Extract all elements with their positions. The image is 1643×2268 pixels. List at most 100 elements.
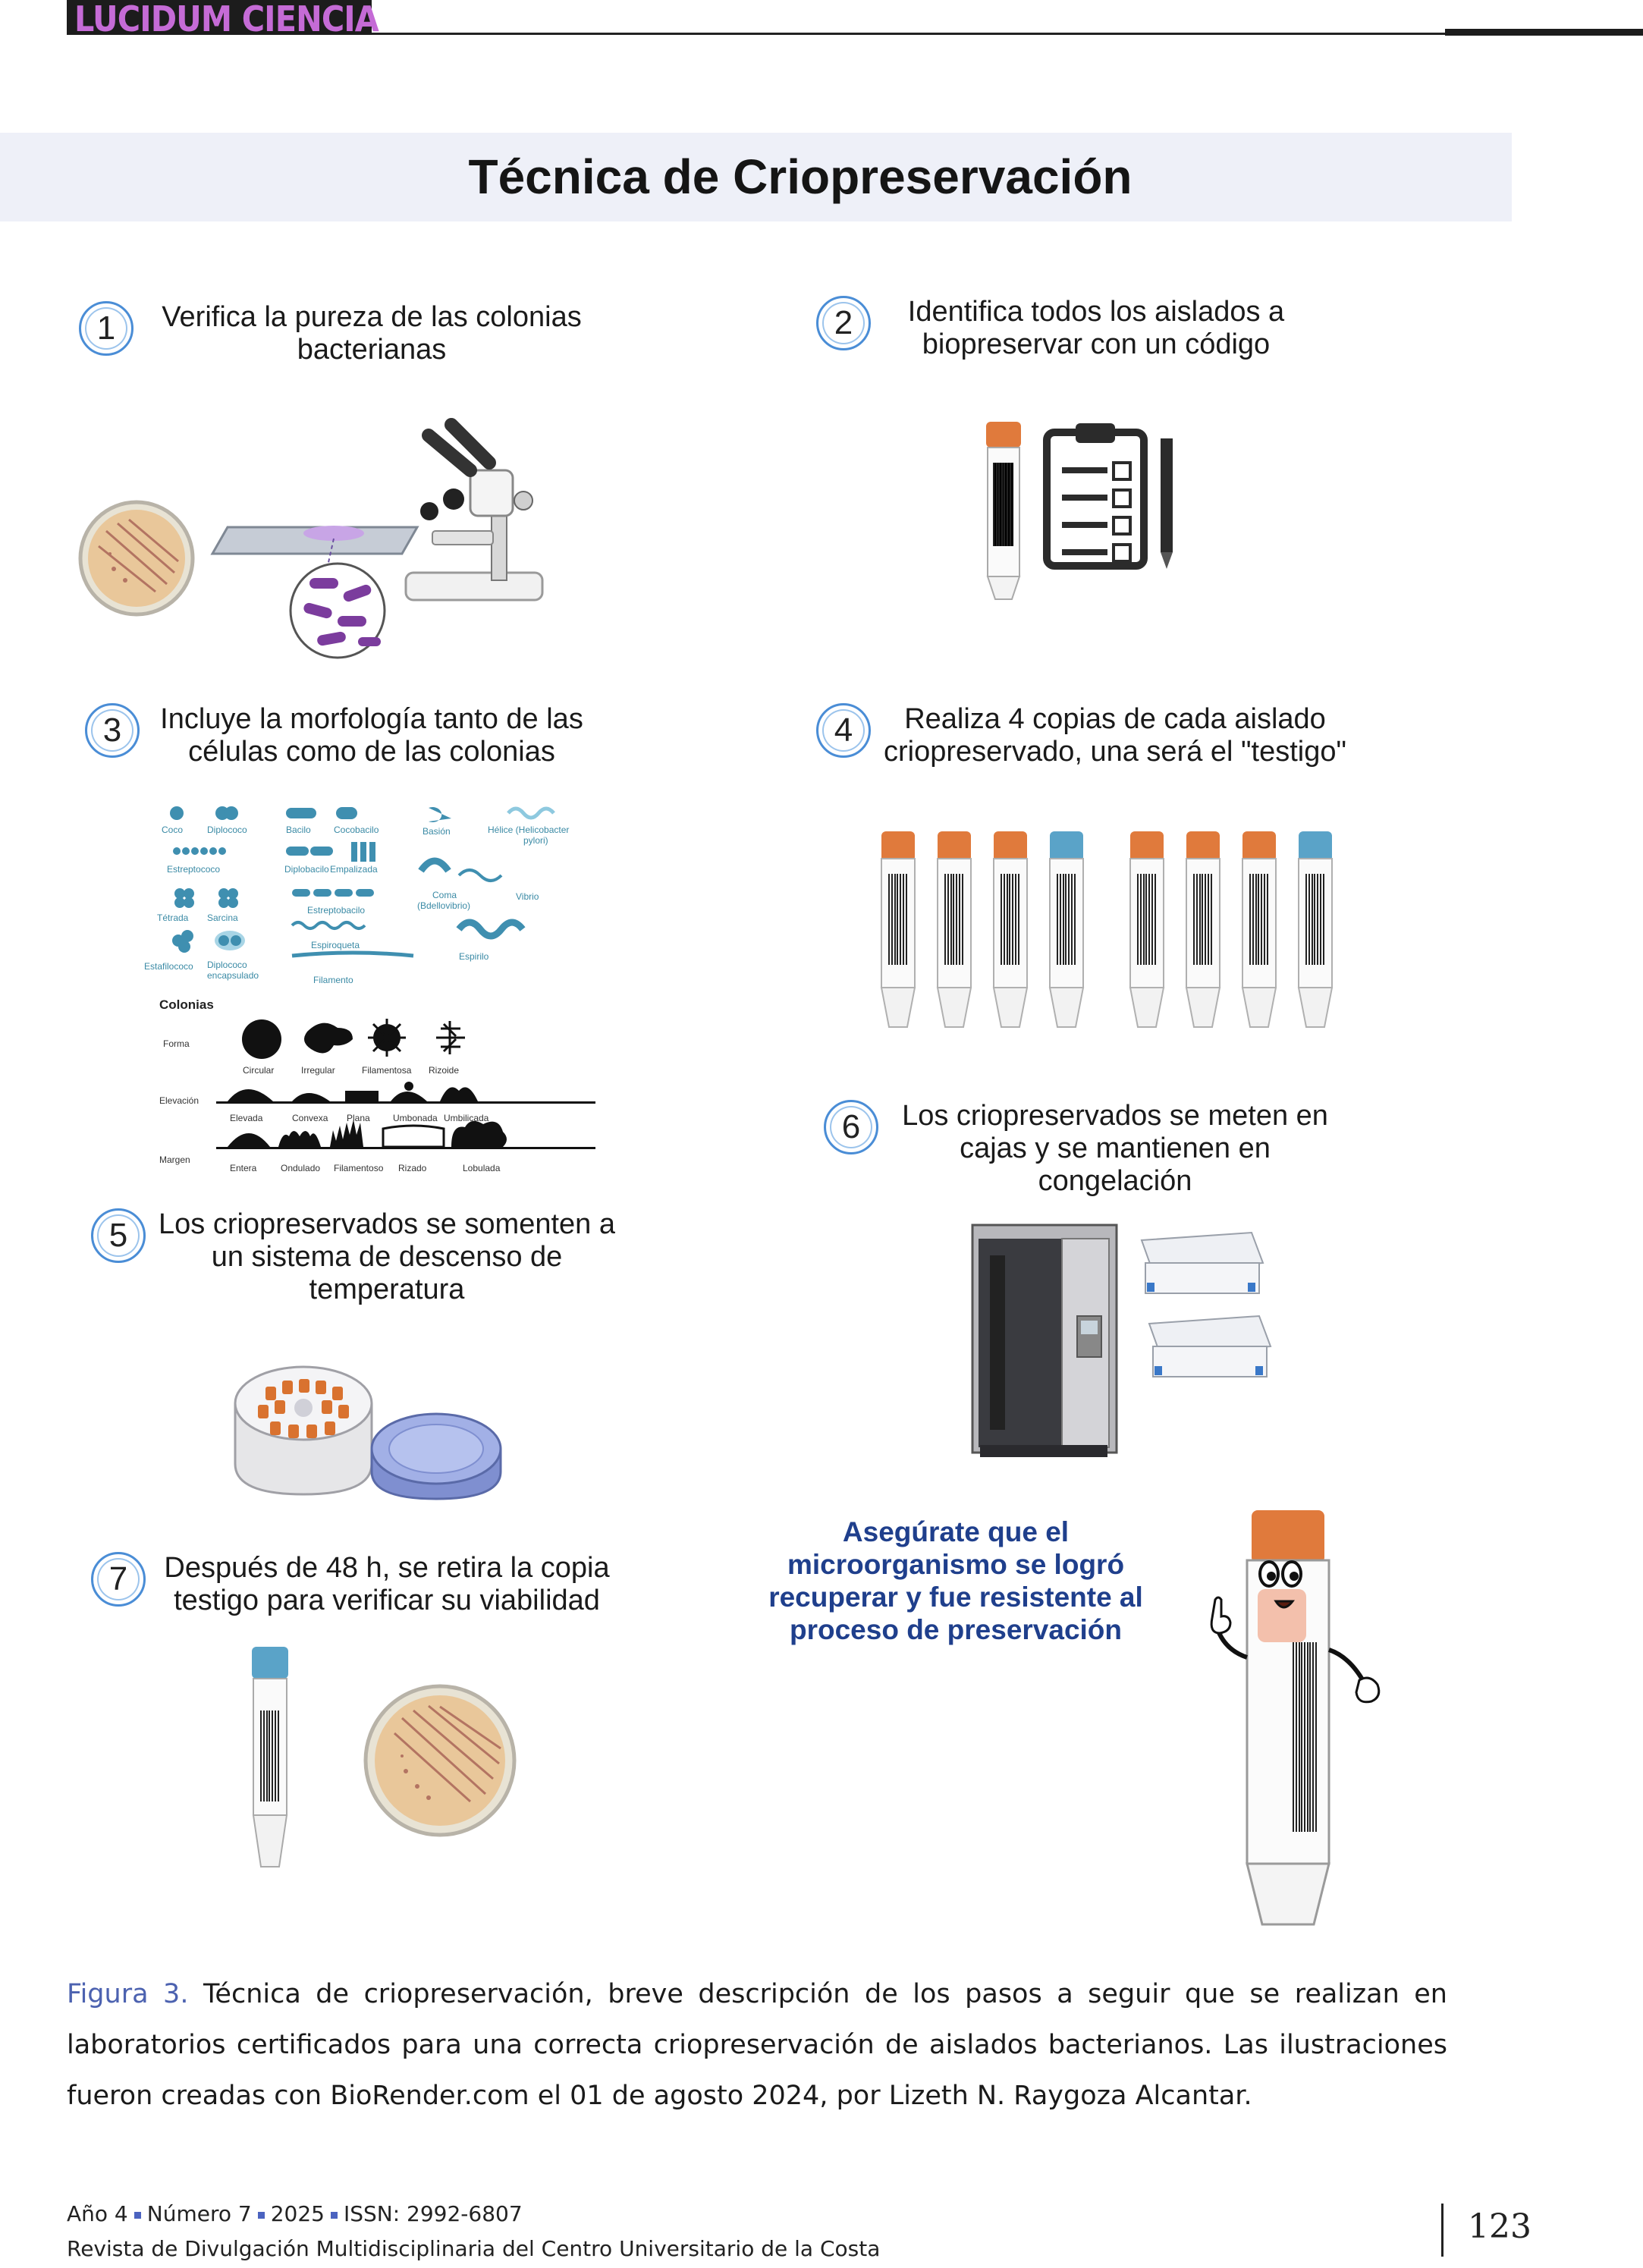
step-6-number: 6 bbox=[824, 1100, 878, 1154]
colonies-heading: Colonias bbox=[159, 997, 214, 1012]
vial-mascot-illustration bbox=[1210, 1510, 1381, 1926]
separator-dot bbox=[330, 2211, 338, 2219]
cell-morphology-labels: Coco Diplococo Bacilo Cocobacilo Basión … bbox=[144, 825, 569, 985]
svg-text:Filamentosa: Filamentosa bbox=[362, 1065, 412, 1076]
svg-text:Filamentoso: Filamentoso bbox=[334, 1163, 384, 1173]
footer-number: Número 7 bbox=[146, 2201, 252, 2226]
svg-text:encapsulado: encapsulado bbox=[207, 970, 259, 981]
svg-text:Bacilo: Bacilo bbox=[286, 825, 311, 835]
separator-dot bbox=[134, 2211, 141, 2219]
svg-text:Umbilicada: Umbilicada bbox=[444, 1113, 489, 1123]
svg-text:Rizoide: Rizoide bbox=[429, 1065, 459, 1076]
svg-text:Convexa: Convexa bbox=[292, 1113, 328, 1123]
svg-text:Tétrada: Tétrada bbox=[157, 913, 189, 923]
header-rule bbox=[372, 33, 1643, 35]
svg-text:Rizado: Rizado bbox=[398, 1163, 427, 1173]
step-2-number: 2 bbox=[816, 296, 871, 350]
svg-text:Irregular: Irregular bbox=[301, 1065, 335, 1076]
figure-caption: Figura 3. Técnica de criopreservación, b… bbox=[67, 1969, 1447, 2122]
page-number-rule bbox=[1441, 2204, 1444, 2257]
journal-brand: LUCIDUM CIENCIA bbox=[74, 0, 379, 39]
step-6-freezer-illustration bbox=[971, 1224, 1272, 1457]
header-rule-accent bbox=[1445, 29, 1643, 36]
svg-text:Coma: Coma bbox=[432, 890, 457, 900]
svg-text:Vibrio: Vibrio bbox=[516, 891, 539, 902]
figure-title-band bbox=[0, 133, 1512, 221]
footer-journal-name: Revista de Divulgación Multidisciplinari… bbox=[67, 2236, 881, 2261]
container-lid-icon bbox=[370, 1412, 502, 1500]
svg-text:Estafilococo: Estafilococo bbox=[144, 961, 193, 972]
svg-text:Estreptococo: Estreptococo bbox=[167, 864, 220, 875]
step-2-illustration bbox=[986, 422, 1173, 600]
footer-date: 2025 bbox=[270, 2201, 325, 2226]
cryovial-icon bbox=[881, 831, 916, 1028]
caption-label: Figura 3. bbox=[67, 1979, 189, 2009]
clipboard-icon bbox=[1043, 423, 1148, 570]
cryovial-icon bbox=[1242, 831, 1277, 1028]
figure-title: Técnica de Criopreservación bbox=[468, 149, 1133, 204]
step-4-vials-illustration bbox=[881, 831, 1333, 1028]
cryovial-icon bbox=[993, 831, 1028, 1028]
step-7-illustration bbox=[252, 1647, 517, 1867]
step-7-number: 7 bbox=[91, 1552, 146, 1607]
footer-issn: ISSN: 2992-6807 bbox=[343, 2201, 523, 2226]
step-4-number: 4 bbox=[816, 703, 871, 758]
colony-morphology-labels: Forma Circular Irregular Filamentosa Riz… bbox=[159, 1038, 501, 1173]
svg-text:Lobulada: Lobulada bbox=[463, 1163, 501, 1173]
cryovial-control-icon bbox=[1298, 831, 1333, 1028]
svg-text:Espirilo: Espirilo bbox=[459, 951, 489, 962]
microscope-slide-icon bbox=[210, 526, 419, 573]
colony-morphology-icons bbox=[216, 1019, 595, 1149]
separator-dot bbox=[257, 2211, 265, 2219]
svg-text:Diplobacilo: Diplobacilo bbox=[284, 864, 329, 875]
step-3-morphology-chart: Coco Diplococo Bacilo Cocobacilo Basión … bbox=[144, 806, 595, 1173]
footer-issue-info: Año 4 Número 7 2025 ISSN: 2992-6807 bbox=[67, 2201, 523, 2226]
svg-text:Coco: Coco bbox=[162, 825, 183, 835]
cryovial-icon bbox=[986, 422, 1021, 600]
journal-brand-bar bbox=[67, 0, 372, 35]
petri-dish-icon bbox=[363, 1684, 517, 1837]
svg-text:Basión: Basión bbox=[423, 826, 451, 837]
svg-text:Circular: Circular bbox=[243, 1065, 274, 1076]
svg-text:Diplococo: Diplococo bbox=[207, 960, 247, 970]
pen-icon bbox=[1161, 438, 1173, 569]
freezer-icon bbox=[971, 1224, 1118, 1457]
svg-text:Cocobacilo: Cocobacilo bbox=[334, 825, 379, 835]
footer-year: Año 4 bbox=[67, 2201, 128, 2226]
svg-text:Filamento: Filamento bbox=[313, 975, 353, 985]
cell-morphology-icons bbox=[170, 806, 555, 958]
svg-text:Diplococo: Diplococo bbox=[207, 825, 247, 835]
svg-text:Empalizada: Empalizada bbox=[330, 864, 378, 875]
cryobox-icon bbox=[1140, 1231, 1264, 1294]
svg-text:Ondulado: Ondulado bbox=[281, 1163, 320, 1173]
page-number: 123 bbox=[1468, 2207, 1531, 2246]
petri-dish-icon bbox=[78, 500, 195, 617]
step-1-illustration bbox=[78, 418, 544, 659]
step-5-freezing-container-illustration bbox=[234, 1365, 502, 1500]
freezing-container-icon bbox=[234, 1365, 373, 1496]
svg-text:Plana: Plana bbox=[347, 1113, 370, 1123]
cryovial-control-icon bbox=[1049, 831, 1084, 1028]
cryovial-control-icon bbox=[252, 1647, 288, 1867]
svg-text:Forma: Forma bbox=[163, 1038, 190, 1049]
cryovial-icon bbox=[1129, 831, 1164, 1028]
step-1-number: 1 bbox=[79, 301, 134, 356]
bacteria-zoom-icon bbox=[289, 562, 386, 659]
svg-text:Elevada: Elevada bbox=[230, 1113, 263, 1123]
svg-text:Espiroqueta: Espiroqueta bbox=[311, 940, 360, 950]
cryovial-icon bbox=[937, 831, 972, 1028]
svg-text:Elevación: Elevación bbox=[159, 1095, 199, 1106]
svg-text:Hélice (Helicobacter: Hélice (Helicobacter bbox=[488, 825, 569, 835]
step-3-number: 3 bbox=[85, 703, 140, 758]
step-5-number: 5 bbox=[91, 1208, 146, 1263]
svg-text:Sarcina: Sarcina bbox=[207, 913, 238, 923]
cryovial-mascot-icon bbox=[1210, 1510, 1381, 1926]
cryovial-icon bbox=[1186, 831, 1220, 1028]
